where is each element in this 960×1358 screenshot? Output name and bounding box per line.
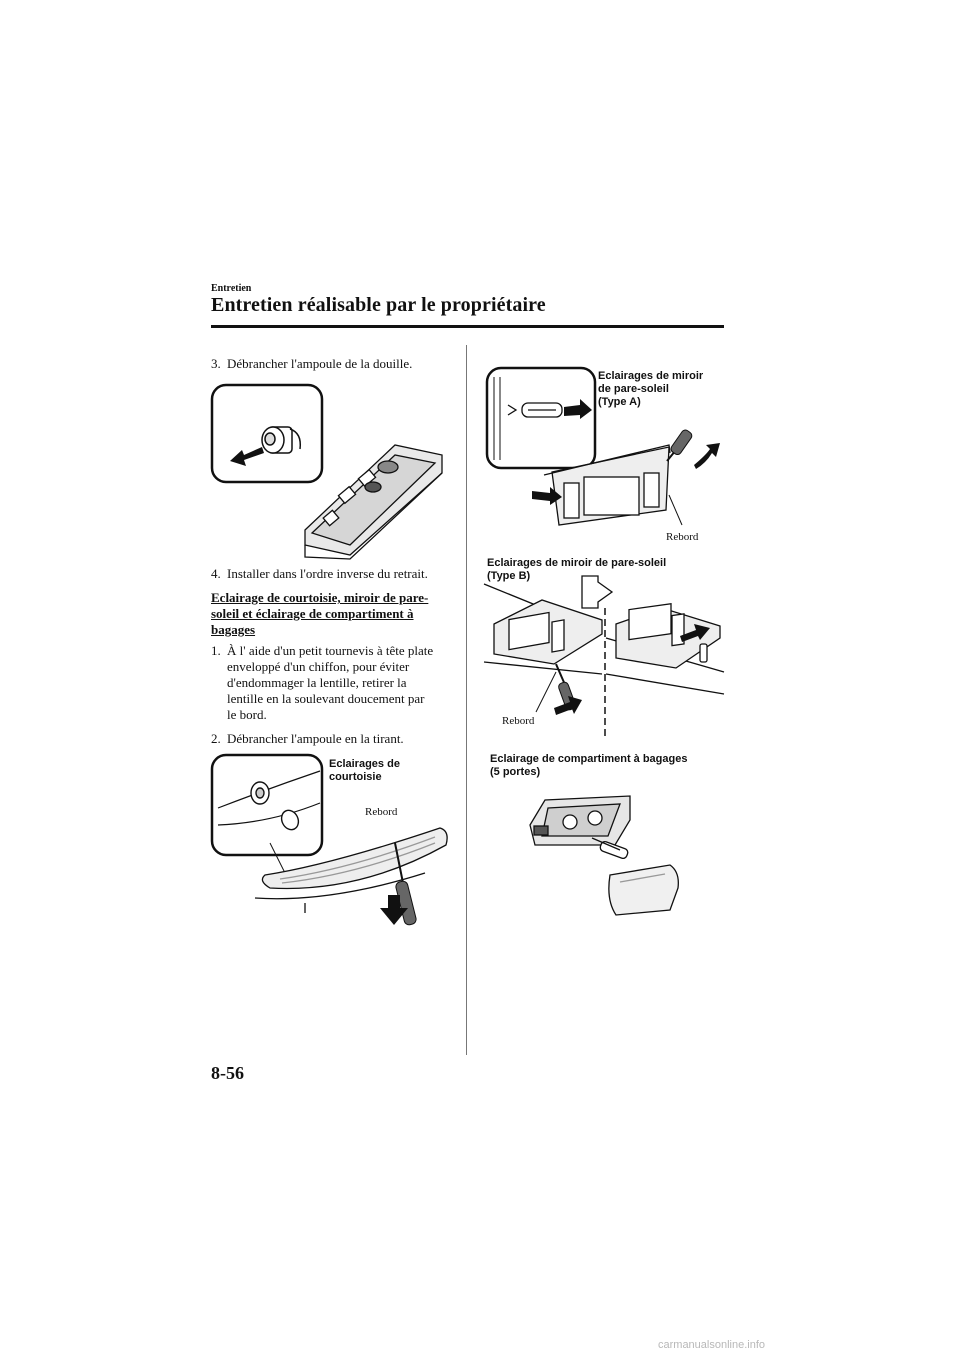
type-a-label: Eclairages de miroir de pare-soleil (Typ… bbox=[598, 370, 703, 409]
type-b-rebord-label: Rebord bbox=[502, 715, 535, 727]
festoon-bulb-icon bbox=[507, 402, 563, 418]
step-4-text: Installer dans l'ordre inverse du retrai… bbox=[227, 566, 428, 581]
section-label: Entretien bbox=[211, 283, 252, 294]
step-1-line-3: d'endommager la lentille, retirer la bbox=[227, 675, 407, 690]
step-1-line-5: le bord. bbox=[227, 707, 267, 722]
type-b-label-line-1: Eclairages de miroir de pare-soleil bbox=[487, 557, 667, 569]
cargo-lens bbox=[608, 864, 679, 916]
pry-down-arrow-icon bbox=[554, 696, 582, 715]
subheading-line-2: soleil et éclairage de compartiment à bbox=[211, 606, 414, 621]
type-a-label-line-3: (Type A) bbox=[598, 396, 641, 408]
step-2-text: Débrancher l'ampoule en la tirant. bbox=[227, 731, 404, 746]
bulb-socket-icon bbox=[261, 426, 302, 454]
watermark: carmanualsonline.info bbox=[658, 1339, 766, 1351]
type-a-label-line-1: Eclairages de miroir bbox=[598, 370, 704, 382]
visor-type-a bbox=[543, 444, 671, 526]
direction-arrow-icon bbox=[581, 575, 614, 609]
step-3-number: 3. bbox=[211, 356, 221, 371]
step-1-line-2: enveloppé d'un chiffon, pour éviter bbox=[227, 659, 410, 674]
type-a-label-line-2: de pare-soleil bbox=[598, 383, 669, 395]
courtesy-rebord-label: Rebord bbox=[365, 806, 398, 818]
courtesy-bulb-icon bbox=[250, 781, 300, 831]
courtesy-label-line-2: courtoisie bbox=[329, 771, 382, 783]
pull-arrow-icon bbox=[230, 447, 264, 466]
type-a-figure bbox=[485, 366, 720, 526]
courtesy-light-figure bbox=[210, 753, 448, 926]
step-1-line-1: À l' aide d'un petit tournevis à tête pl… bbox=[227, 643, 434, 658]
pry-arrow-icon bbox=[694, 443, 720, 469]
cargo-label-line-2: (5 portes) bbox=[490, 766, 541, 778]
subheading-line-3: bagages bbox=[211, 622, 256, 637]
courtesy-label: Eclairages de courtoisie bbox=[329, 758, 400, 784]
step-1-number: 1. bbox=[211, 643, 221, 658]
step-4-number: 4. bbox=[211, 566, 221, 581]
step-2: 2. Débrancher l'ampoule en la tirant. bbox=[211, 731, 404, 747]
map-lamp-figure bbox=[210, 383, 443, 560]
cargo-label-line-1: Eclairage de compartiment à bagages bbox=[490, 753, 688, 765]
type-a-rebord-label: Rebord bbox=[666, 531, 699, 543]
column-divider bbox=[466, 345, 467, 1055]
title-rule bbox=[211, 325, 724, 328]
pull-bulb-arrow-icon bbox=[680, 624, 710, 642]
screwdriver-a-icon bbox=[666, 429, 693, 462]
push-arrow-icon bbox=[380, 895, 408, 925]
cargo-bulb-icon bbox=[591, 837, 629, 860]
step-3: 3. Débrancher l'ampoule de la douille. bbox=[211, 356, 412, 372]
push-left-arrow-icon bbox=[532, 487, 562, 505]
lamp-housing bbox=[304, 444, 443, 560]
screwdriver-icon bbox=[394, 842, 417, 926]
cargo-housing bbox=[529, 795, 631, 846]
pull-right-arrow-icon bbox=[564, 399, 592, 419]
page-title: Entretien réalisable par le propriétaire bbox=[211, 294, 546, 316]
courtesy-label-line-1: Eclairages de bbox=[329, 758, 400, 770]
step-2-number: 2. bbox=[211, 731, 221, 746]
subheading: Eclairage de courtoisie, miroir de pare-… bbox=[211, 590, 456, 638]
step-1-line-4: lentille en la soulevant doucement par bbox=[227, 691, 425, 706]
type-b-label-line-2: (Type B) bbox=[487, 570, 531, 582]
cargo-light-figure bbox=[529, 795, 679, 916]
step-3-text: Débrancher l'ampoule de la douille. bbox=[227, 356, 413, 371]
visor-type-b-left bbox=[493, 599, 603, 665]
type-b-label: Eclairages de miroir de pare-soleil (Typ… bbox=[487, 557, 666, 583]
visor-type-b-right bbox=[615, 602, 721, 669]
page-number: 8-56 bbox=[211, 1063, 244, 1083]
subheading-line-1: Eclairage de courtoisie, miroir de pare- bbox=[211, 590, 429, 605]
type-b-figure bbox=[483, 575, 725, 737]
step-1: 1. À l' aide d'un petit tournevis à tête … bbox=[211, 643, 461, 723]
cargo-label: Eclairage de compartiment à bagages (5 p… bbox=[490, 753, 687, 779]
step-4: 4. Installer dans l'ordre inverse du retr… bbox=[211, 566, 428, 582]
